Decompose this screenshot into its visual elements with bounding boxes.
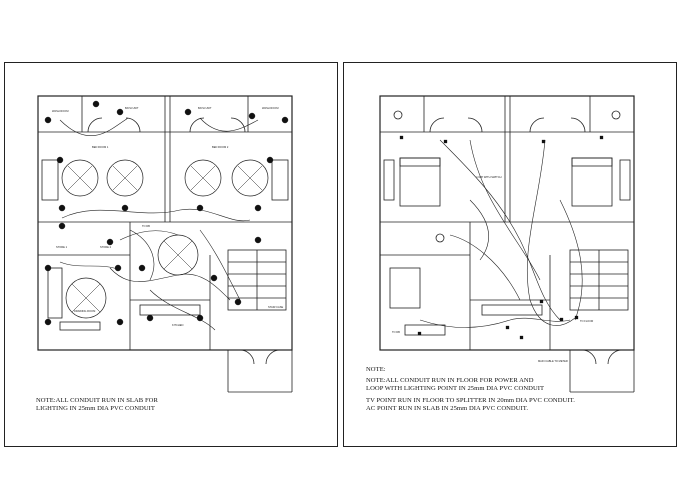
label-to-db: TO DB xyxy=(142,224,150,228)
label-bedroom-1: BED ROOM 1 xyxy=(92,145,109,149)
label-stair-case: STAIR CASE xyxy=(268,305,283,309)
right-note: NOTE: NOTE:ALL CONDUIT RUN IN FLOOR FOR … xyxy=(366,366,575,413)
label-main-cable: MAIN CABLE TO METER xyxy=(538,359,568,363)
right-note-line-3: TV POINT RUN IN FLOOR TO SPLITTER IN 20m… xyxy=(366,397,575,404)
label-to-db-right: TO DB xyxy=(392,330,400,334)
label-loop-switch: LOOP WITH SWITCH xyxy=(476,175,502,179)
right-note-line-4: AC POINT RUN IN SLAB IN 25mm DIA PVC CON… xyxy=(366,405,529,412)
left-note-line-2: LIGHTING IN 25mm DIA PVC CONDUIT xyxy=(36,405,155,412)
label-washroom-2: WASH ROOM xyxy=(262,106,278,110)
label-to-floor: TO FLOOR xyxy=(580,319,593,323)
right-note-line-2: LOOP WITH LIGHTING POINT IN 25mm DIA PVC… xyxy=(366,385,545,392)
label-store-1: STORE 1 xyxy=(56,245,68,249)
left-note-line-1: NOTE:ALL CONDUIT RUN IN SLAB FOR xyxy=(36,397,158,404)
right-note-heading: NOTE: xyxy=(366,366,386,373)
label-bath-2: BATH UNIT xyxy=(198,106,212,110)
right-note-line-1: NOTE:ALL CONDUIT RUN IN FLOOR FOR POWER … xyxy=(366,377,534,384)
label-bath-1: BATH UNIT xyxy=(125,106,139,110)
label-drawing-room: DRAWING ROOM xyxy=(74,309,95,313)
left-drawing-sheet xyxy=(4,62,338,447)
label-washroom-1: WASH ROOM xyxy=(52,109,68,113)
left-note: NOTE:ALL CONDUIT RUN IN SLAB FOR LIGHTIN… xyxy=(36,397,158,413)
label-bedroom-2: BED ROOM 2 xyxy=(212,145,229,149)
label-kitchen: KITCHEN xyxy=(172,323,184,327)
label-store-2: STORE 2 xyxy=(100,245,112,249)
